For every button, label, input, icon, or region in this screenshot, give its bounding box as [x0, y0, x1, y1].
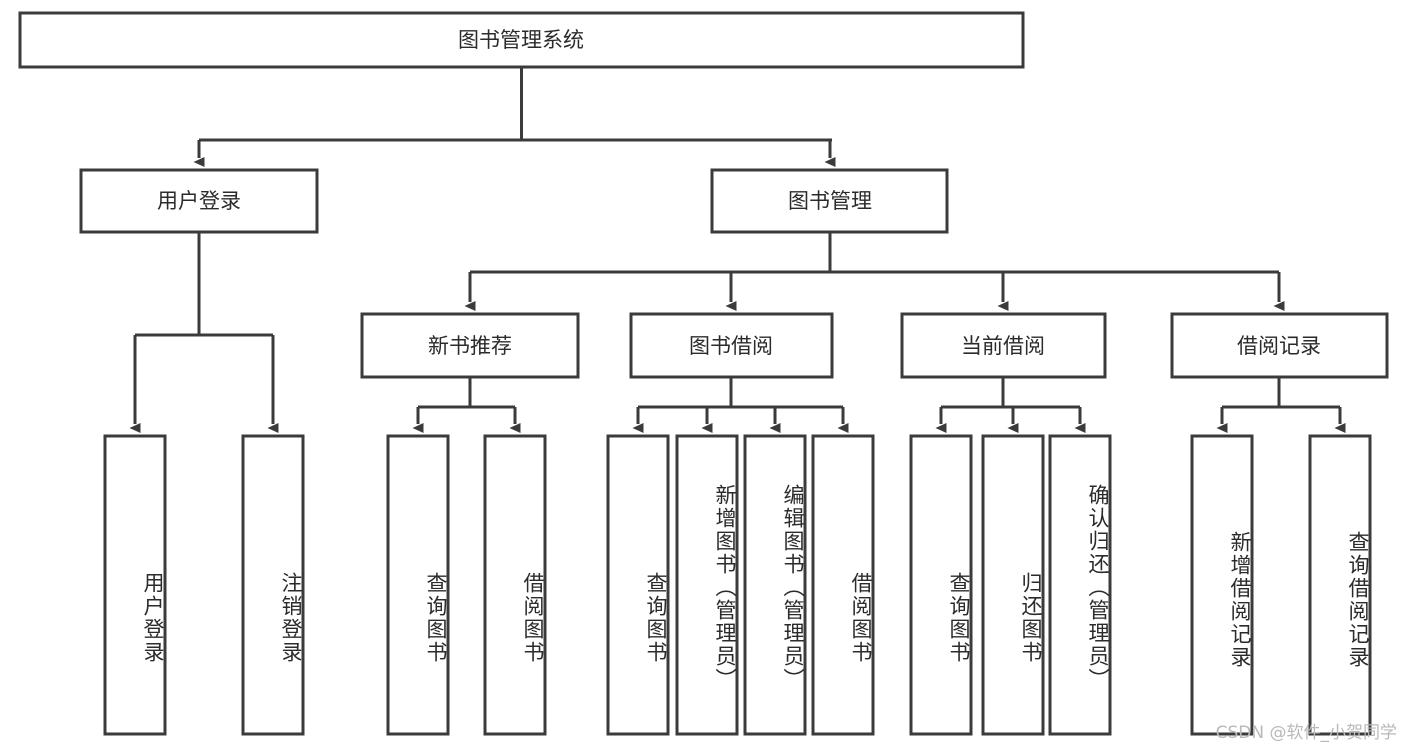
leaf-rect-query-borrow-record[interactable] [1308, 434, 1372, 736]
connector-group-user-login [129, 232, 279, 433]
leaf-label-add-borrow-record: 新增借阅记录 [1228, 531, 1252, 669]
leaf-label-add-book-admin: 新增图书（管理员） [713, 483, 737, 691]
node-book-manage-rect[interactable] [710, 168, 949, 234]
leaf-label-borrow-book-2: 借阅图书 [849, 571, 873, 664]
node-book-borrow-label: 图书借阅 [689, 334, 773, 358]
node-root[interactable]: 图书管理系统 [18, 11, 1025, 69]
node-borrow-records[interactable]: 借阅记录 [1170, 312, 1389, 379]
leaf-label-query-book-3: 查询图书 [947, 571, 971, 664]
node-user-login-label: 用户登录 [157, 189, 241, 213]
node-root-rect[interactable] [18, 11, 1025, 69]
leaf-label-borrow-book-1: 借阅图书 [521, 571, 545, 664]
connector-group-root [193, 67, 836, 167]
leaf-rect-borrow-book-1[interactable] [483, 434, 547, 736]
connector-group-new-book [412, 377, 521, 433]
node-borrow-records-label: 借阅记录 [1237, 334, 1321, 358]
node-new-book-recommend[interactable]: 新书推荐 [360, 312, 580, 379]
node-current-borrow-rect[interactable] [900, 312, 1107, 379]
csdn-watermark: CSDN @软件_小贺同学 [1215, 723, 1397, 743]
leaf-rect-query-book-3[interactable] [909, 434, 973, 736]
leaf-rect-add-borrow-record[interactable] [1190, 434, 1254, 736]
leaf-rect-edit-book-admin[interactable] [743, 434, 807, 736]
node-user-login[interactable]: 用户登录 [79, 168, 319, 234]
connector-group-borrow [632, 377, 849, 433]
leaf-label-edit-book-admin: 编辑图书（管理员） [781, 483, 805, 691]
node-book-borrow-rect[interactable] [629, 312, 834, 379]
leaf-rect-add-book-admin[interactable] [675, 434, 739, 736]
leaf-label-query-book-2: 查询图书 [644, 571, 668, 664]
leaf-label-user-login: 用户登录 [141, 571, 165, 664]
leaf-rect-confirm-return-admin[interactable] [1048, 434, 1112, 736]
node-root-label: 图书管理系统 [458, 28, 584, 52]
leaf-label-logout: 注销登录 [279, 571, 303, 664]
node-current-borrow[interactable]: 当前借阅 [900, 312, 1107, 379]
node-borrow-records-rect[interactable] [1170, 312, 1389, 379]
leaf-rect-query-book-1[interactable] [386, 434, 450, 736]
leaf-label-query-borrow-record: 查询借阅记录 [1346, 531, 1370, 669]
leaf-rect-logout[interactable] [241, 434, 305, 736]
node-book-borrow[interactable]: 图书借阅 [629, 312, 834, 379]
leaf-label-confirm-return-admin: 确认归还（管理员） [1086, 483, 1110, 691]
connector-group-book-manage [464, 232, 1285, 311]
node-book-manage[interactable]: 图书管理 [710, 168, 949, 234]
leaf-rect-user-login[interactable] [103, 434, 167, 736]
connector-group-current [935, 377, 1086, 433]
leaf-rect-return-book[interactable] [981, 434, 1045, 736]
leaf-label-query-book-1: 查询图书 [424, 571, 448, 664]
node-current-borrow-label: 当前借阅 [961, 334, 1045, 358]
node-new-book-recommend-label: 新书推荐 [428, 334, 512, 358]
leaf-rect-query-book-2[interactable] [606, 434, 670, 736]
node-new-book-recommend-rect[interactable] [360, 312, 580, 379]
leaf-label-return-book: 归还图书 [1019, 571, 1043, 664]
connector-group-records [1216, 377, 1346, 433]
node-user-login-rect[interactable] [79, 168, 319, 234]
node-book-manage-label: 图书管理 [788, 189, 872, 213]
leaf-rect-borrow-book-2[interactable] [811, 434, 875, 736]
